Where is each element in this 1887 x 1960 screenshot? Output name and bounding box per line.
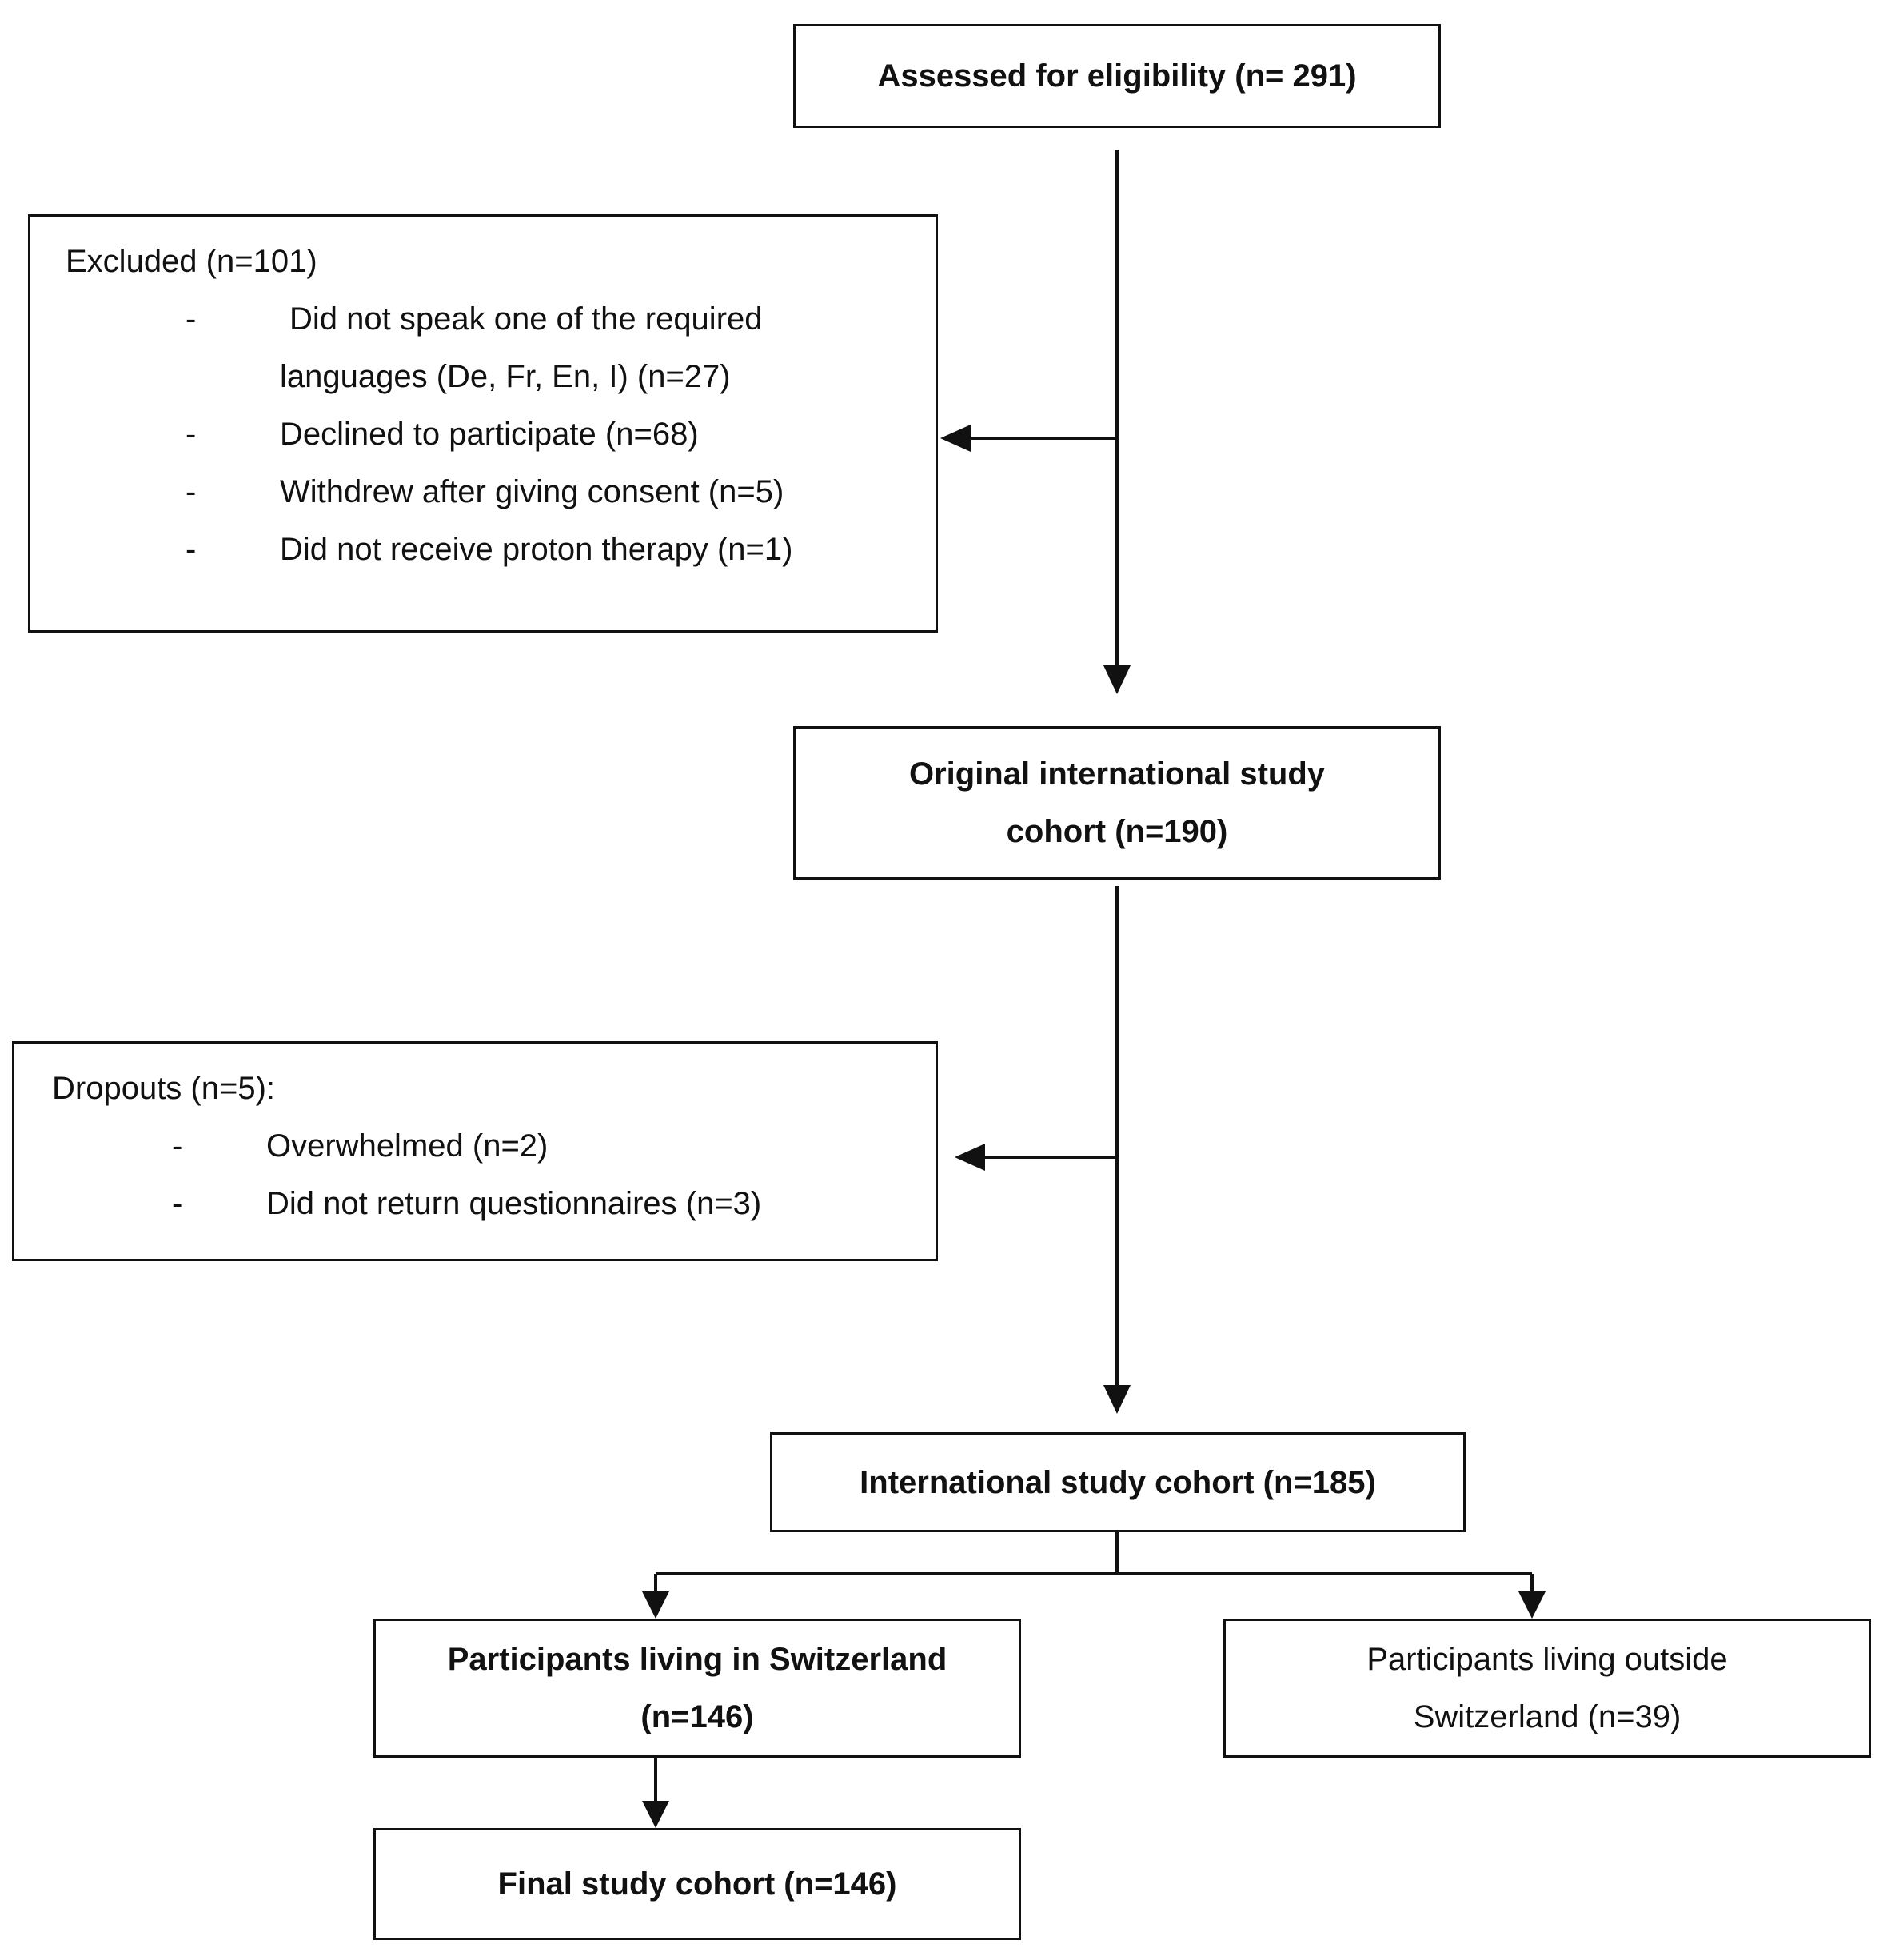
- excluded-item: - Did not speak one of the required lang…: [66, 290, 936, 405]
- bullet-dash: -: [172, 1186, 183, 1221]
- outside-label-line2: Switzerland (n=39): [1413, 1699, 1682, 1734]
- excluded-item-text: Withdrew after giving consent (n=5): [280, 474, 784, 509]
- switzerland-label-line1: Participants living in Switzerland: [447, 1642, 947, 1677]
- switzerland-box: Participants living in Switzerland (n=14…: [373, 1619, 1021, 1758]
- arrowhead-excluded: [940, 425, 971, 452]
- excluded-item-text: Declined to participate (n=68): [280, 417, 699, 452]
- excluded-item-text-cont: languages (De, Fr, En, I) (n=27): [280, 359, 731, 394]
- excluded-item-text: Did not receive proton therapy (n=1): [280, 532, 793, 567]
- arrowhead-final: [642, 1801, 669, 1828]
- dropouts-title-text: Dropouts (n=5):: [52, 1071, 276, 1106]
- assessed-box: Assessed for eligibility (n= 291): [793, 24, 1441, 128]
- excluded-item-text: Did not speak one of the required: [289, 301, 763, 337]
- international-cohort-label: International study cohort (n=185): [860, 1464, 1376, 1500]
- excluded-title: Excluded (n=101): [66, 233, 936, 290]
- bullet-dash: -: [186, 417, 197, 452]
- bullet-dash: -: [172, 1128, 183, 1164]
- dropouts-item-text: Did not return questionnaires (n=3): [266, 1186, 762, 1221]
- arrowhead-original: [1103, 665, 1131, 694]
- bullet-dash: -: [186, 532, 197, 567]
- excluded-title-text: Excluded (n=101): [66, 244, 317, 279]
- final-cohort-label: Final study cohort (n=146): [497, 1866, 897, 1902]
- final-cohort-box: Final study cohort (n=146): [373, 1828, 1021, 1940]
- arrowhead-switzerland: [642, 1591, 669, 1619]
- original-cohort-label-line1: Original international study: [908, 756, 1326, 792]
- bullet-dash: -: [186, 301, 197, 337]
- excluded-item: - Withdrew after giving consent (n=5): [66, 463, 936, 521]
- dropouts-box: Dropouts (n=5): - Overwhelmed (n=2) - Di…: [12, 1041, 938, 1261]
- dropouts-item: - Did not return questionnaires (n=3): [52, 1175, 936, 1232]
- international-cohort-box: International study cohort (n=185): [770, 1432, 1466, 1532]
- outside-label-line1: Participants living outside: [1366, 1642, 1728, 1677]
- original-cohort-label-line2: cohort (n=190): [1006, 814, 1228, 849]
- original-cohort-box: Original international study cohort (n=1…: [793, 726, 1441, 880]
- excluded-box: Excluded (n=101) - Did not speak one of …: [28, 214, 938, 633]
- excluded-item: - Did not receive proton therapy (n=1): [66, 521, 936, 578]
- assessed-label: Assessed for eligibility (n= 291): [877, 58, 1357, 94]
- excluded-item: - Declined to participate (n=68): [66, 405, 936, 463]
- switzerland-label-line2: (n=146): [640, 1699, 754, 1734]
- dropouts-item: - Overwhelmed (n=2): [52, 1117, 936, 1175]
- outside-box: Participants living outside Switzerland …: [1223, 1619, 1871, 1758]
- dropouts-title: Dropouts (n=5):: [52, 1060, 936, 1117]
- arrowhead-outside: [1518, 1591, 1546, 1619]
- bullet-dash: -: [186, 474, 197, 509]
- arrowhead-dropouts: [955, 1144, 985, 1171]
- dropouts-item-text: Overwhelmed (n=2): [266, 1128, 549, 1164]
- arrowhead-international: [1103, 1385, 1131, 1414]
